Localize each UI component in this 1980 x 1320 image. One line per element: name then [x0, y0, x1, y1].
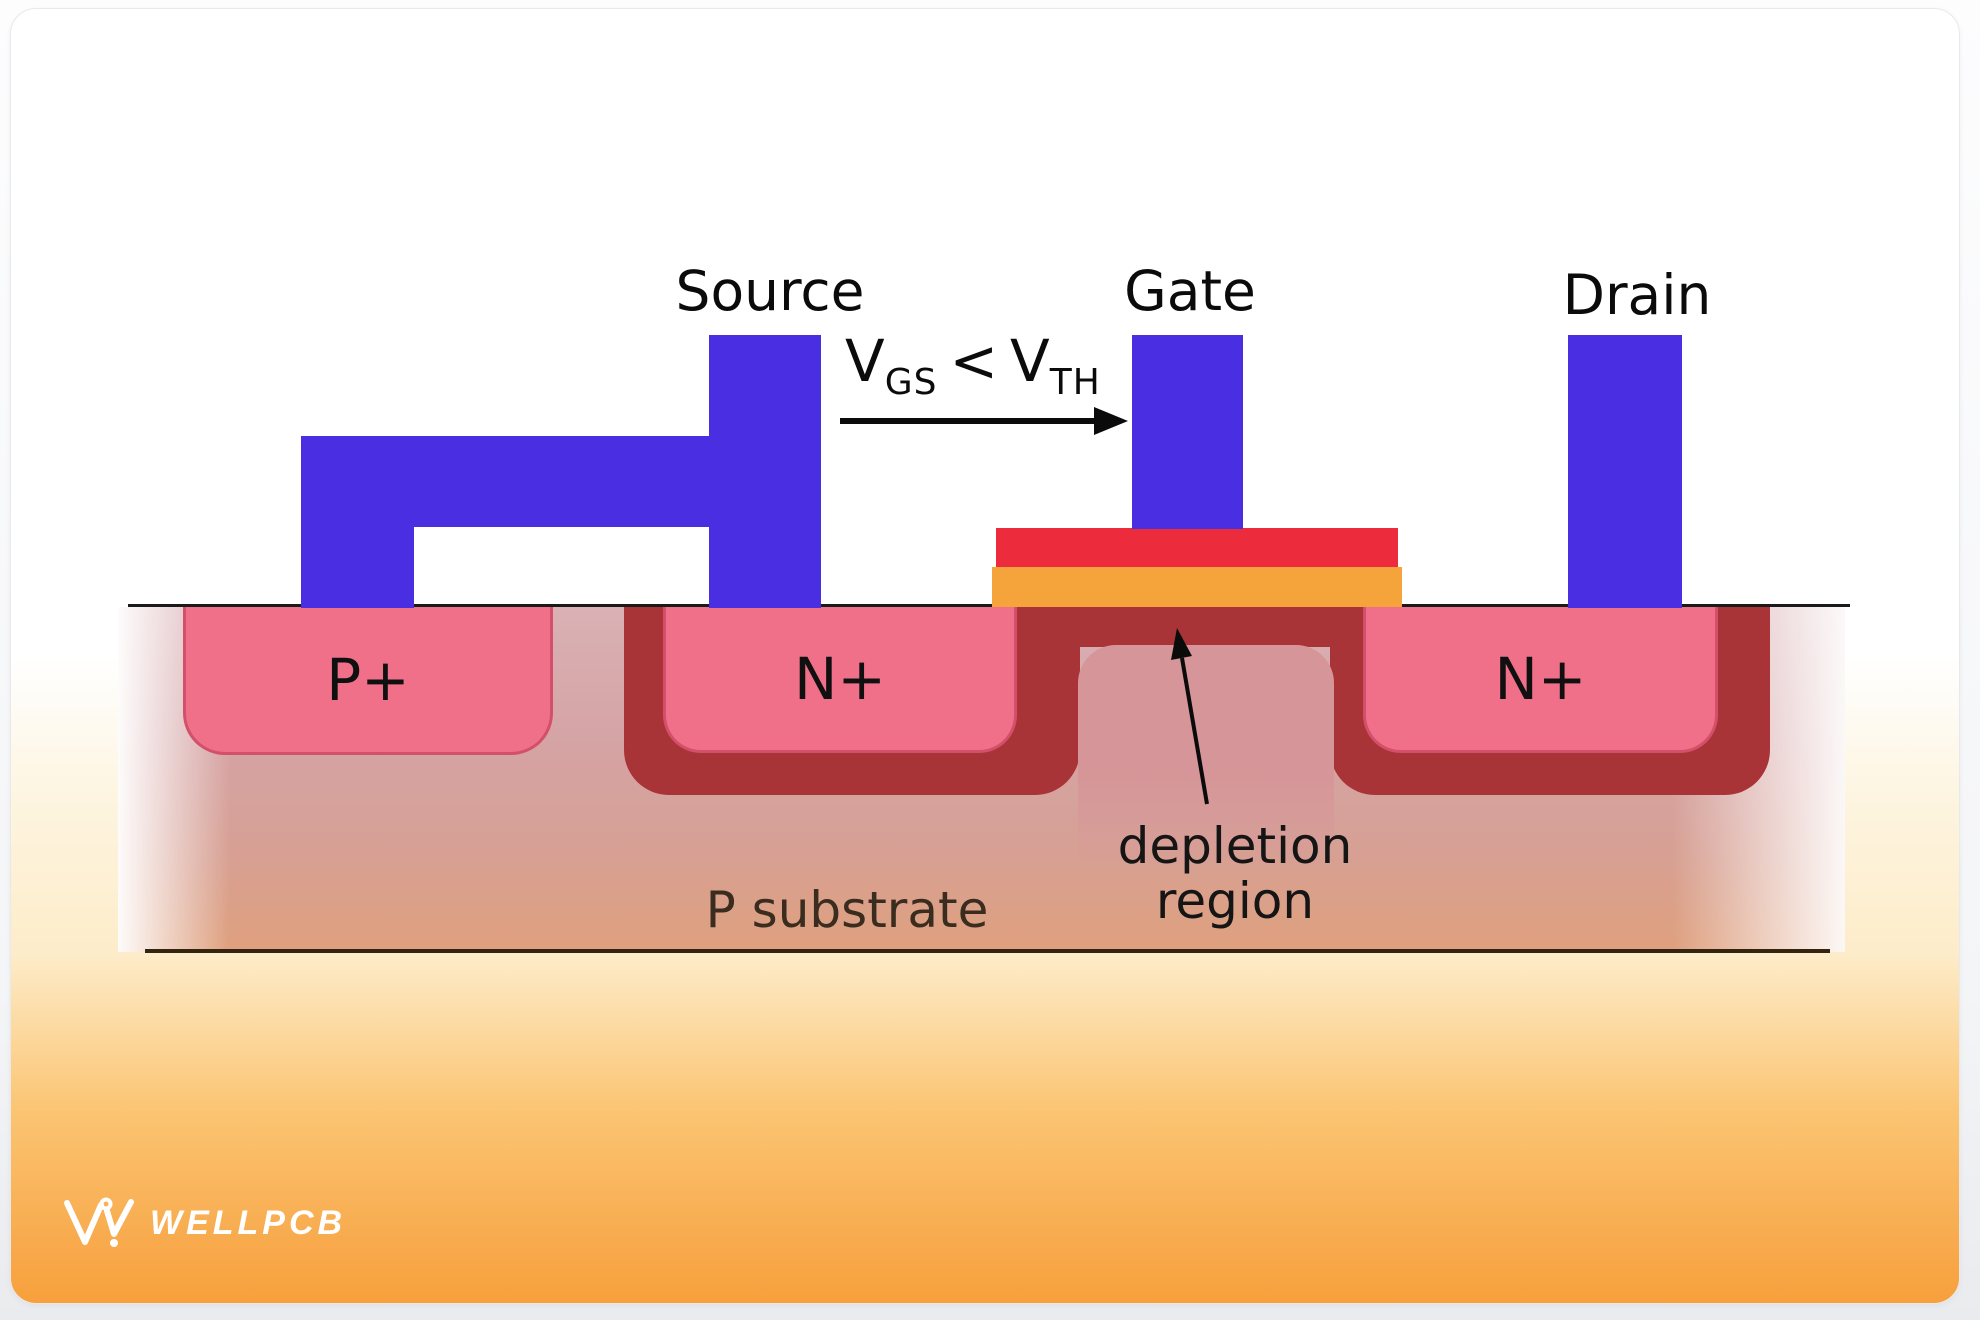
wellpcb-logo: WELLPCB	[60, 1196, 346, 1250]
drain-terminal-label: Drain	[1562, 263, 1712, 327]
channel-depletion-strip	[1010, 607, 1370, 647]
n-plus-source-well: N+	[663, 607, 1017, 753]
source-terminal-label: Source	[675, 259, 865, 323]
channel-depleted-zone	[1078, 645, 1334, 870]
n-plus-drain-well: N+	[1363, 607, 1718, 753]
p-substrate-label: P substrate	[705, 881, 989, 939]
substrate-bottom-line	[145, 949, 1830, 953]
n-plus-source-label: N+	[794, 644, 886, 713]
drain-contact	[1568, 335, 1682, 608]
bias-direction-arrow	[840, 407, 1128, 435]
n-plus-drain-label: N+	[1494, 644, 1587, 713]
gate-contact	[1132, 335, 1243, 529]
formula-lhs-base: V	[845, 327, 885, 395]
depletion-region-label: depletion region	[1117, 817, 1353, 930]
gate-terminal-label: Gate	[1124, 259, 1256, 323]
silicon-surface-line	[128, 604, 1850, 607]
bias-condition-formula: VGS<VTH	[845, 332, 1101, 401]
gate-oxide-layer	[992, 567, 1402, 607]
formula-lhs-subscript: GS	[884, 362, 938, 403]
wellpcb-logo-text: WELLPCB	[150, 1204, 347, 1242]
gate-metal-layer	[996, 528, 1398, 567]
source-contact	[709, 335, 821, 608]
p-plus-well: P+	[183, 607, 553, 755]
wellpcb-w-icon	[64, 1197, 134, 1247]
formula-operator: <	[949, 327, 999, 395]
source-body-bridge	[301, 436, 711, 527]
p-plus-label: P+	[326, 645, 410, 714]
formula-rhs-subscript: TH	[1049, 362, 1101, 403]
formula-rhs-base: V	[1010, 327, 1050, 395]
depletion-pointer-arrow	[1171, 628, 1209, 805]
